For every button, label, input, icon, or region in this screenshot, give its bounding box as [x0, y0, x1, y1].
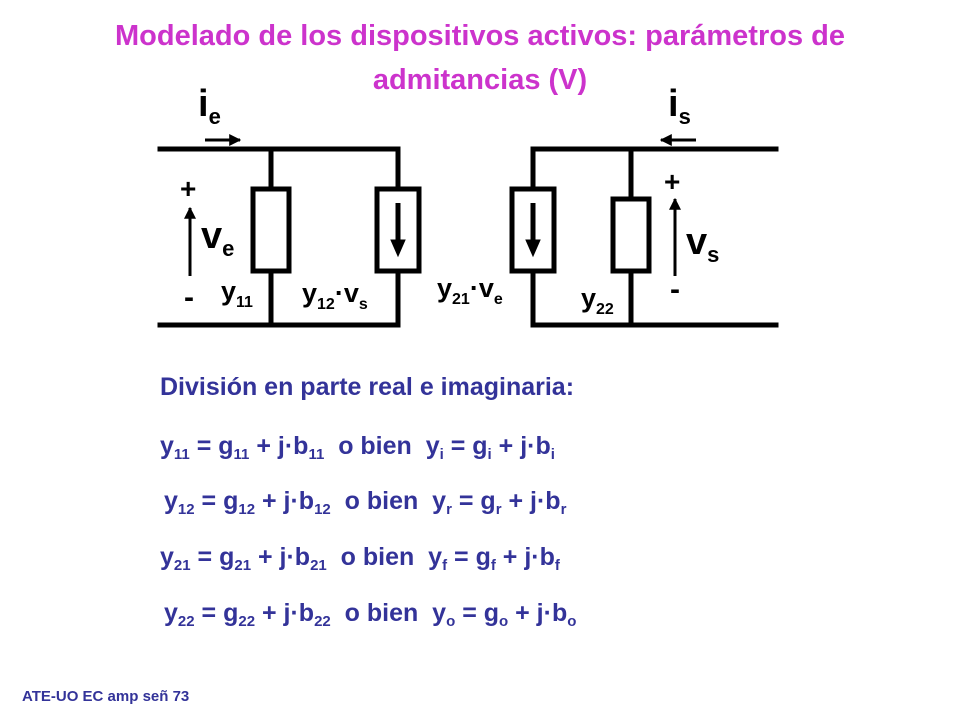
- plus-sign-right: +: [664, 166, 680, 197]
- label-y22: y22: [581, 283, 614, 318]
- plus-sign-left: +: [180, 173, 196, 204]
- equation-y11: y11 = g11 + j·b11 o bien yi = gi + j·bi: [160, 432, 555, 463]
- title-line-2: admitancias (V): [372, 64, 588, 96]
- label-vs: vs: [686, 221, 719, 267]
- current-source-y21: [509, 186, 557, 274]
- slide-title: Modelado de los dispositivos activos: pa…: [40, 14, 920, 102]
- minus-sign-right: -: [670, 273, 680, 306]
- section-title: División en parte real e imaginaria:: [160, 373, 575, 401]
- equation-y22: y22 = g22 + j·b22 o bien yo = go + j·bo: [164, 599, 577, 630]
- equation-y21: y21 = g21 + j·b21 o bien yf = gf + j·bf: [160, 543, 560, 574]
- label-ie: ie: [198, 83, 221, 129]
- equation-y12: y12 = g12 + j·b12 o bien yr = gr + j·br: [164, 487, 567, 518]
- label-y11: y11: [221, 276, 253, 311]
- title-line-1: Modelado de los dispositivos activos: pa…: [114, 20, 845, 52]
- minus-sign-left: -: [184, 281, 194, 314]
- slide-footer: ATE-UO EC amp señ 73: [22, 688, 190, 705]
- label-is: is: [668, 83, 691, 129]
- label-ve: ve: [201, 215, 234, 261]
- arrowhead-down-icon: [525, 239, 541, 258]
- current-source-y12: [374, 186, 422, 274]
- label-y21ve: y21·ve: [437, 273, 503, 308]
- admittance-y11: [250, 186, 292, 274]
- arrowhead-down-icon: [390, 239, 406, 258]
- label-y12vs: y12·vs: [302, 278, 368, 313]
- admittance-y22: [610, 196, 652, 274]
